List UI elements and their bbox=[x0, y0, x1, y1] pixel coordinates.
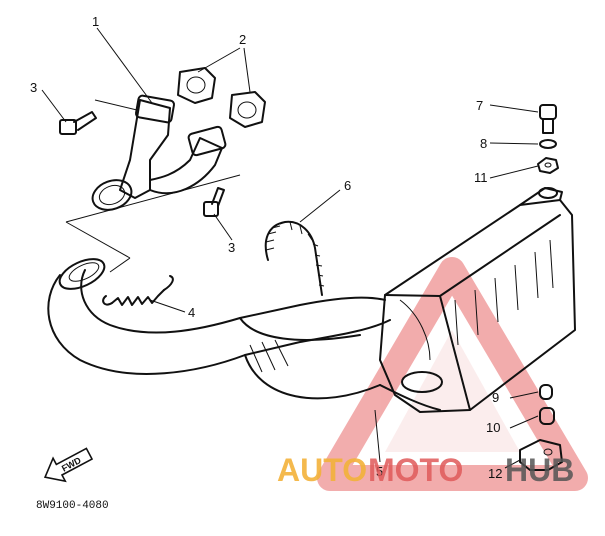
bracket-12 bbox=[519, 439, 563, 471]
nut-11 bbox=[537, 157, 559, 174]
fwd-arrow: FWD bbox=[43, 447, 94, 483]
damper-9 bbox=[539, 384, 553, 400]
exhaust-pipe bbox=[47, 258, 441, 411]
callout-3-lower: 3 bbox=[228, 240, 235, 255]
callout-7: 7 bbox=[476, 98, 483, 113]
bolt-7 bbox=[539, 104, 557, 134]
callout-2: 2 bbox=[239, 32, 246, 47]
bolt-upper bbox=[59, 111, 97, 135]
spring bbox=[102, 275, 174, 306]
watermark-hub: HUB bbox=[505, 452, 574, 488]
callout-1: 1 bbox=[92, 14, 99, 29]
bolt-lower bbox=[203, 187, 225, 217]
muffler bbox=[379, 187, 576, 413]
gaskets bbox=[177, 67, 266, 128]
callout-8: 8 bbox=[480, 136, 487, 151]
callout-9: 9 bbox=[492, 390, 499, 405]
callout-5: 5 bbox=[376, 464, 383, 479]
callout-11: 11 bbox=[474, 170, 488, 185]
washer-8 bbox=[539, 139, 557, 149]
leader-lines bbox=[41, 27, 539, 469]
callout-12: 12 bbox=[488, 466, 502, 481]
callout-10: 10 bbox=[486, 420, 500, 435]
callout-6: 6 bbox=[344, 178, 351, 193]
watermark-triangle bbox=[317, 257, 588, 491]
heat-coil bbox=[264, 220, 325, 296]
watermark-moto: MOTO bbox=[368, 452, 463, 488]
callout-labels: 1 2 3 3 4 5 6 7 8 11 9 10 12 bbox=[30, 14, 502, 481]
watermark-text: AUTO MOTO HUB bbox=[277, 452, 574, 488]
watermark-auto: AUTO bbox=[277, 452, 367, 488]
callout-4: 4 bbox=[188, 305, 195, 320]
callout-3-upper: 3 bbox=[30, 80, 37, 95]
drawing-code: 8W9100-4080 bbox=[36, 500, 109, 512]
collar-10 bbox=[539, 407, 555, 425]
